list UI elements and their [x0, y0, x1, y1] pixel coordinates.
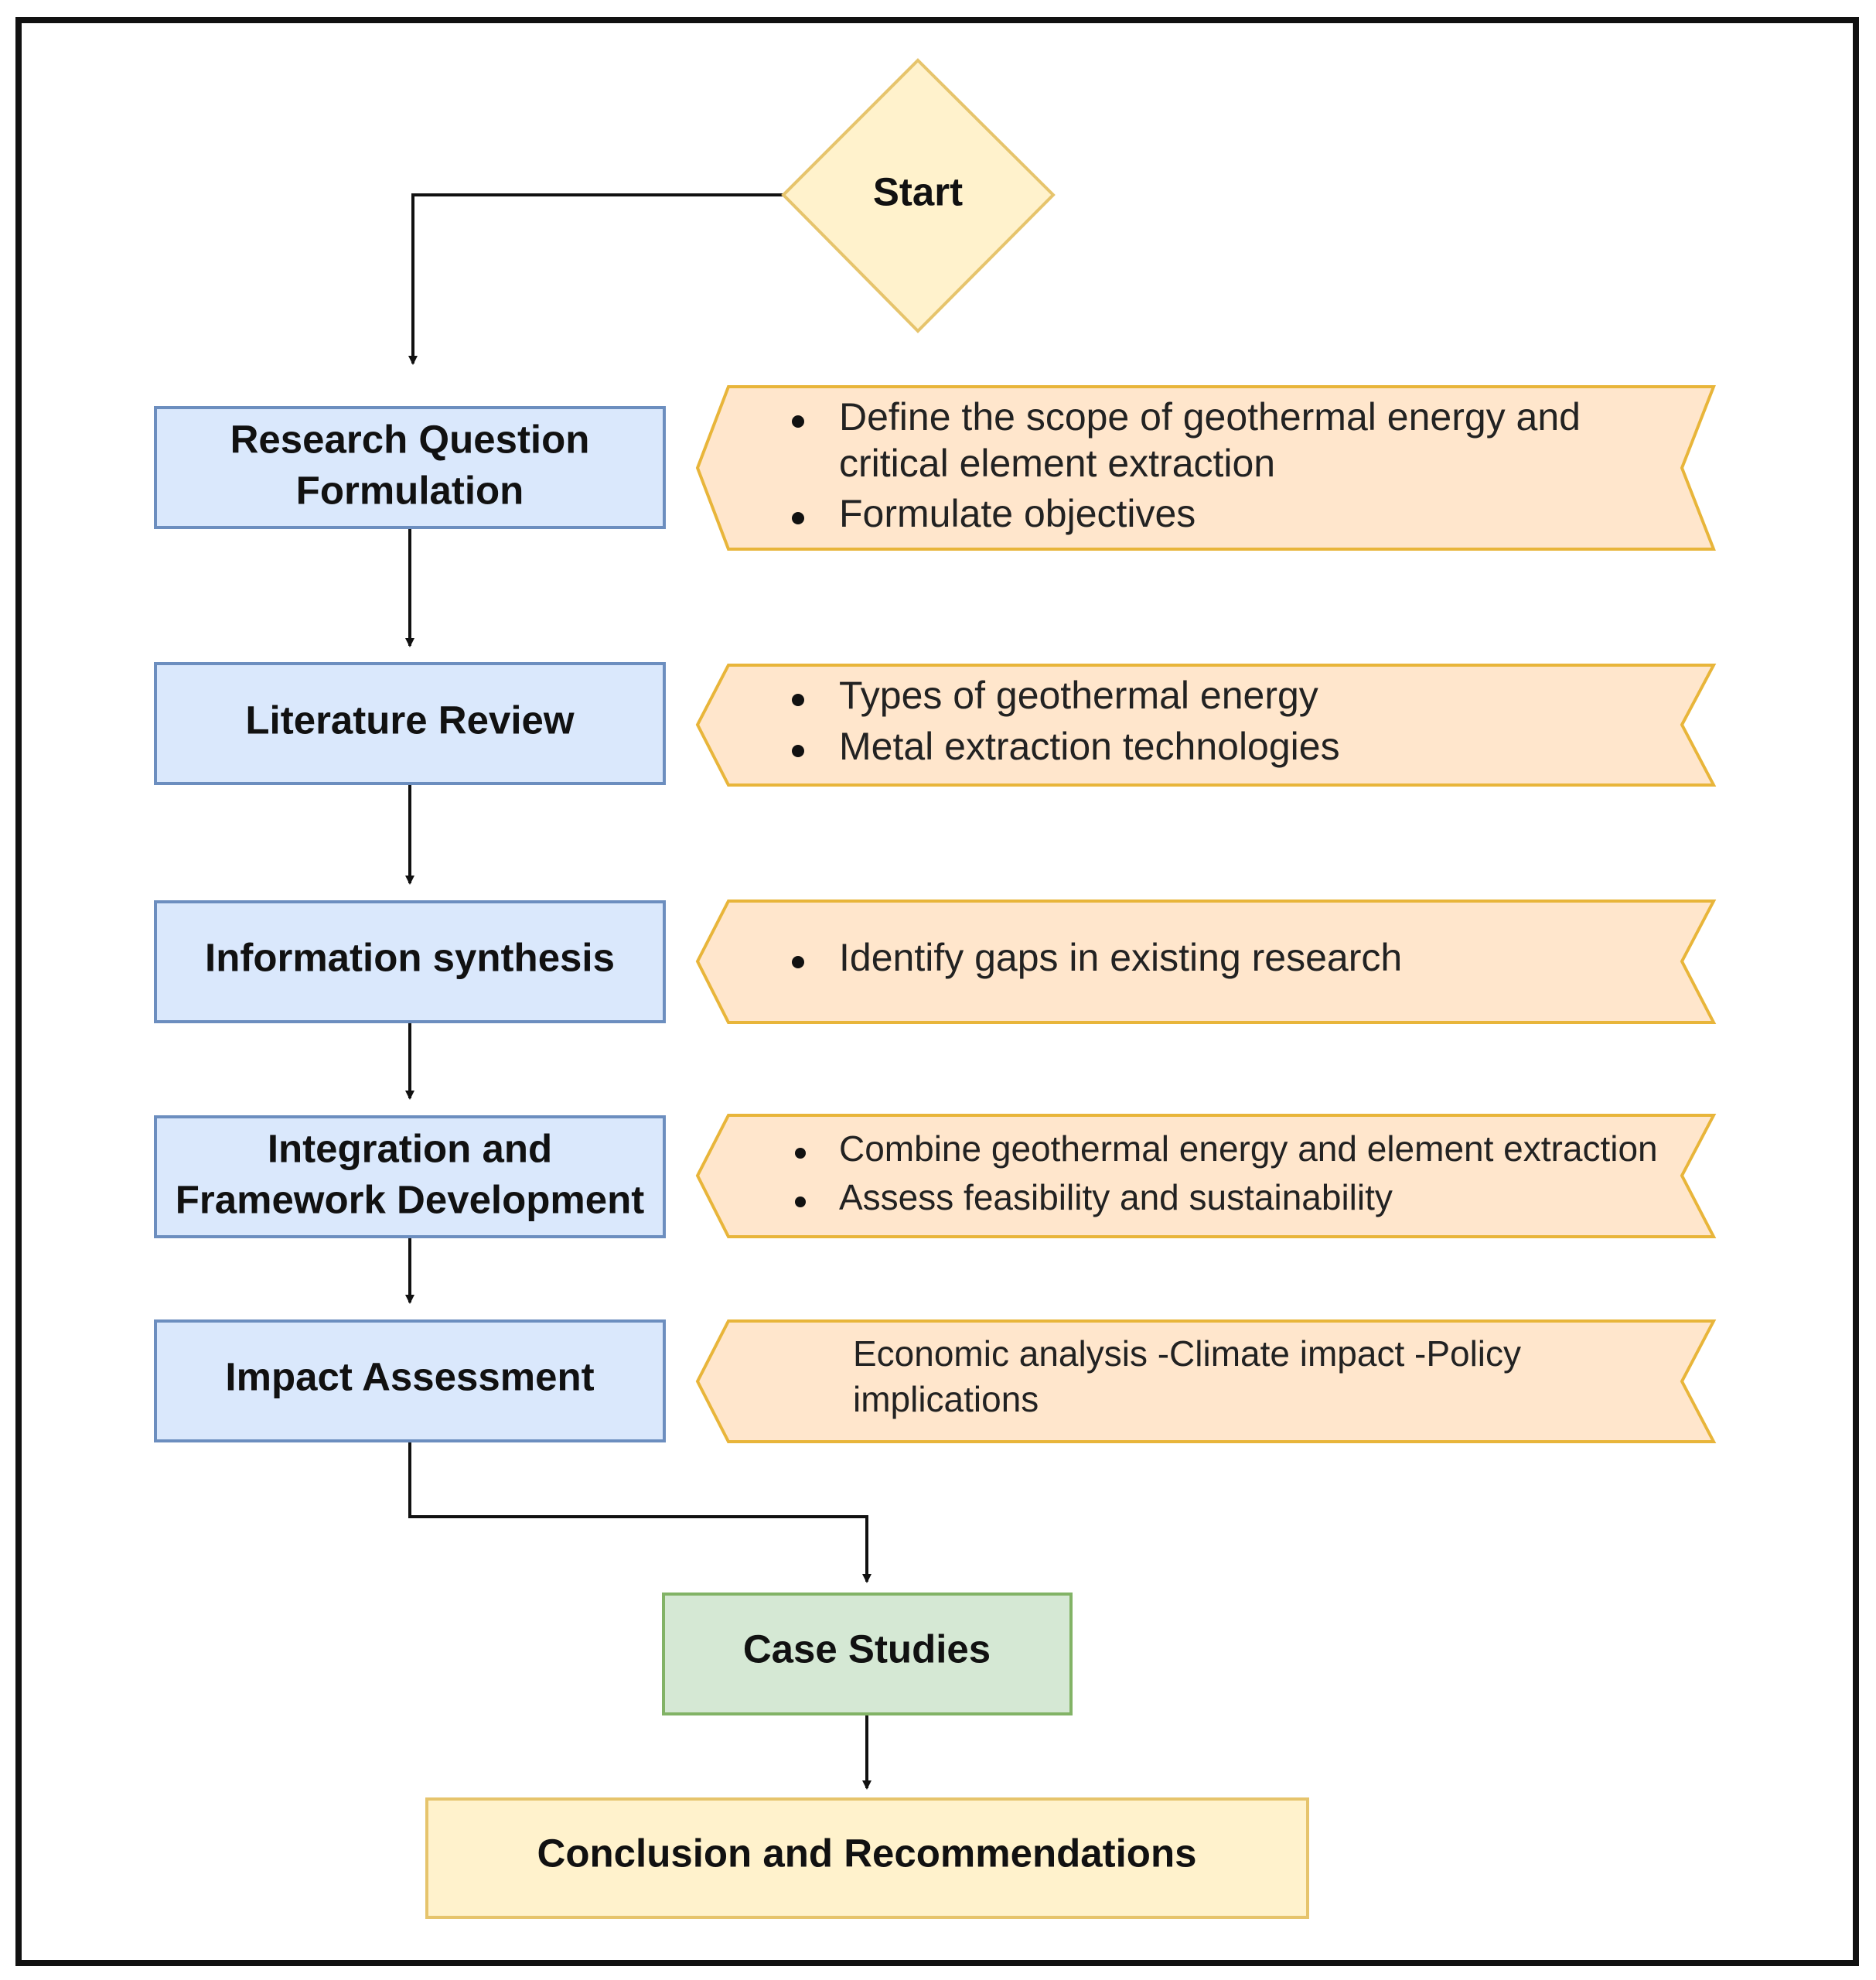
start-label: Start: [873, 169, 963, 213]
step-information-synthesis: Information synthesis: [154, 900, 666, 1023]
note-line: Types of geothermal energy: [839, 674, 1318, 717]
step-box: [154, 1115, 666, 1238]
case-studies-node: Case Studies: [662, 1593, 1073, 1715]
bullet-icon: [795, 1197, 806, 1207]
conclusion-node: Conclusion and Recommendations: [425, 1797, 1309, 1919]
step-box: [154, 1319, 666, 1442]
connectors: [405, 193, 871, 1790]
note-shape: [695, 1319, 1717, 1443]
step-box: [154, 662, 666, 785]
note-line: Metal extraction technologies: [839, 725, 1340, 768]
step-integration: Integration and Framework Development: [154, 1115, 666, 1238]
arrow-start-to-research-question: [408, 193, 783, 365]
note-line: implications: [853, 1379, 1039, 1419]
step-label-line-2: Formulation: [296, 468, 524, 512]
step-box: [154, 406, 666, 529]
note-line: Economic analysis -Climate impact -Polic…: [853, 1333, 1521, 1374]
note-shape: [695, 664, 1717, 787]
note-research-question: Define the scope of geothermal energy an…: [695, 385, 1716, 551]
note-line: Define the scope of geothermal energy an…: [839, 395, 1581, 439]
case-studies-box: [662, 1593, 1073, 1715]
note-line: Identify gaps in existing research: [839, 936, 1402, 979]
step-label-line-1: Research Question: [230, 417, 590, 461]
note-shape: [695, 900, 1717, 1024]
arrow-impact-assessment-to-case-studies: [408, 1442, 871, 1583]
step-label-line-1: Integration and: [268, 1126, 552, 1170]
step-box: [154, 900, 666, 1023]
note-line: Formulate objectives: [839, 492, 1196, 535]
bullet-icon: [792, 415, 804, 428]
note-literature-review: Types of geothermal energy Metal extract…: [695, 664, 1717, 787]
bullet-icon: [795, 1148, 806, 1159]
bullet-icon: [792, 694, 804, 706]
step-label-line-1: Impact Assessment: [225, 1354, 594, 1398]
bullet-icon: [792, 956, 804, 968]
step-label-line-1: Information synthesis: [205, 935, 615, 979]
note-line: Assess feasibility and sustainability: [839, 1177, 1393, 1217]
start-node: Start: [781, 58, 1056, 333]
note-shape: [695, 1114, 1717, 1238]
note-shape: [695, 385, 1716, 551]
bullet-icon: [792, 512, 804, 524]
conclusion-box: [425, 1797, 1309, 1919]
note-line: critical element extraction: [839, 442, 1275, 485]
start-diamond: [781, 58, 1056, 333]
step-label-line-1: Literature Review: [245, 698, 574, 742]
note-integration: Combine geothermal energy and element ex…: [695, 1114, 1717, 1238]
conclusion-label: Conclusion and Recommendations: [537, 1831, 1197, 1875]
note-information-synthesis: Identify gaps in existing research: [695, 900, 1717, 1024]
step-research-question: Research Question Formulation: [154, 406, 666, 529]
step-literature-review: Literature Review: [154, 662, 666, 785]
step-impact-assessment: Impact Assessment: [154, 1319, 666, 1442]
case-studies-label: Case Studies: [743, 1627, 991, 1671]
step-label-line-2: Framework Development: [176, 1177, 645, 1221]
note-impact-assessment: Economic analysis -Climate impact -Polic…: [695, 1319, 1717, 1443]
note-line: Combine geothermal energy and element ex…: [839, 1128, 1658, 1169]
bullet-icon: [792, 745, 804, 757]
